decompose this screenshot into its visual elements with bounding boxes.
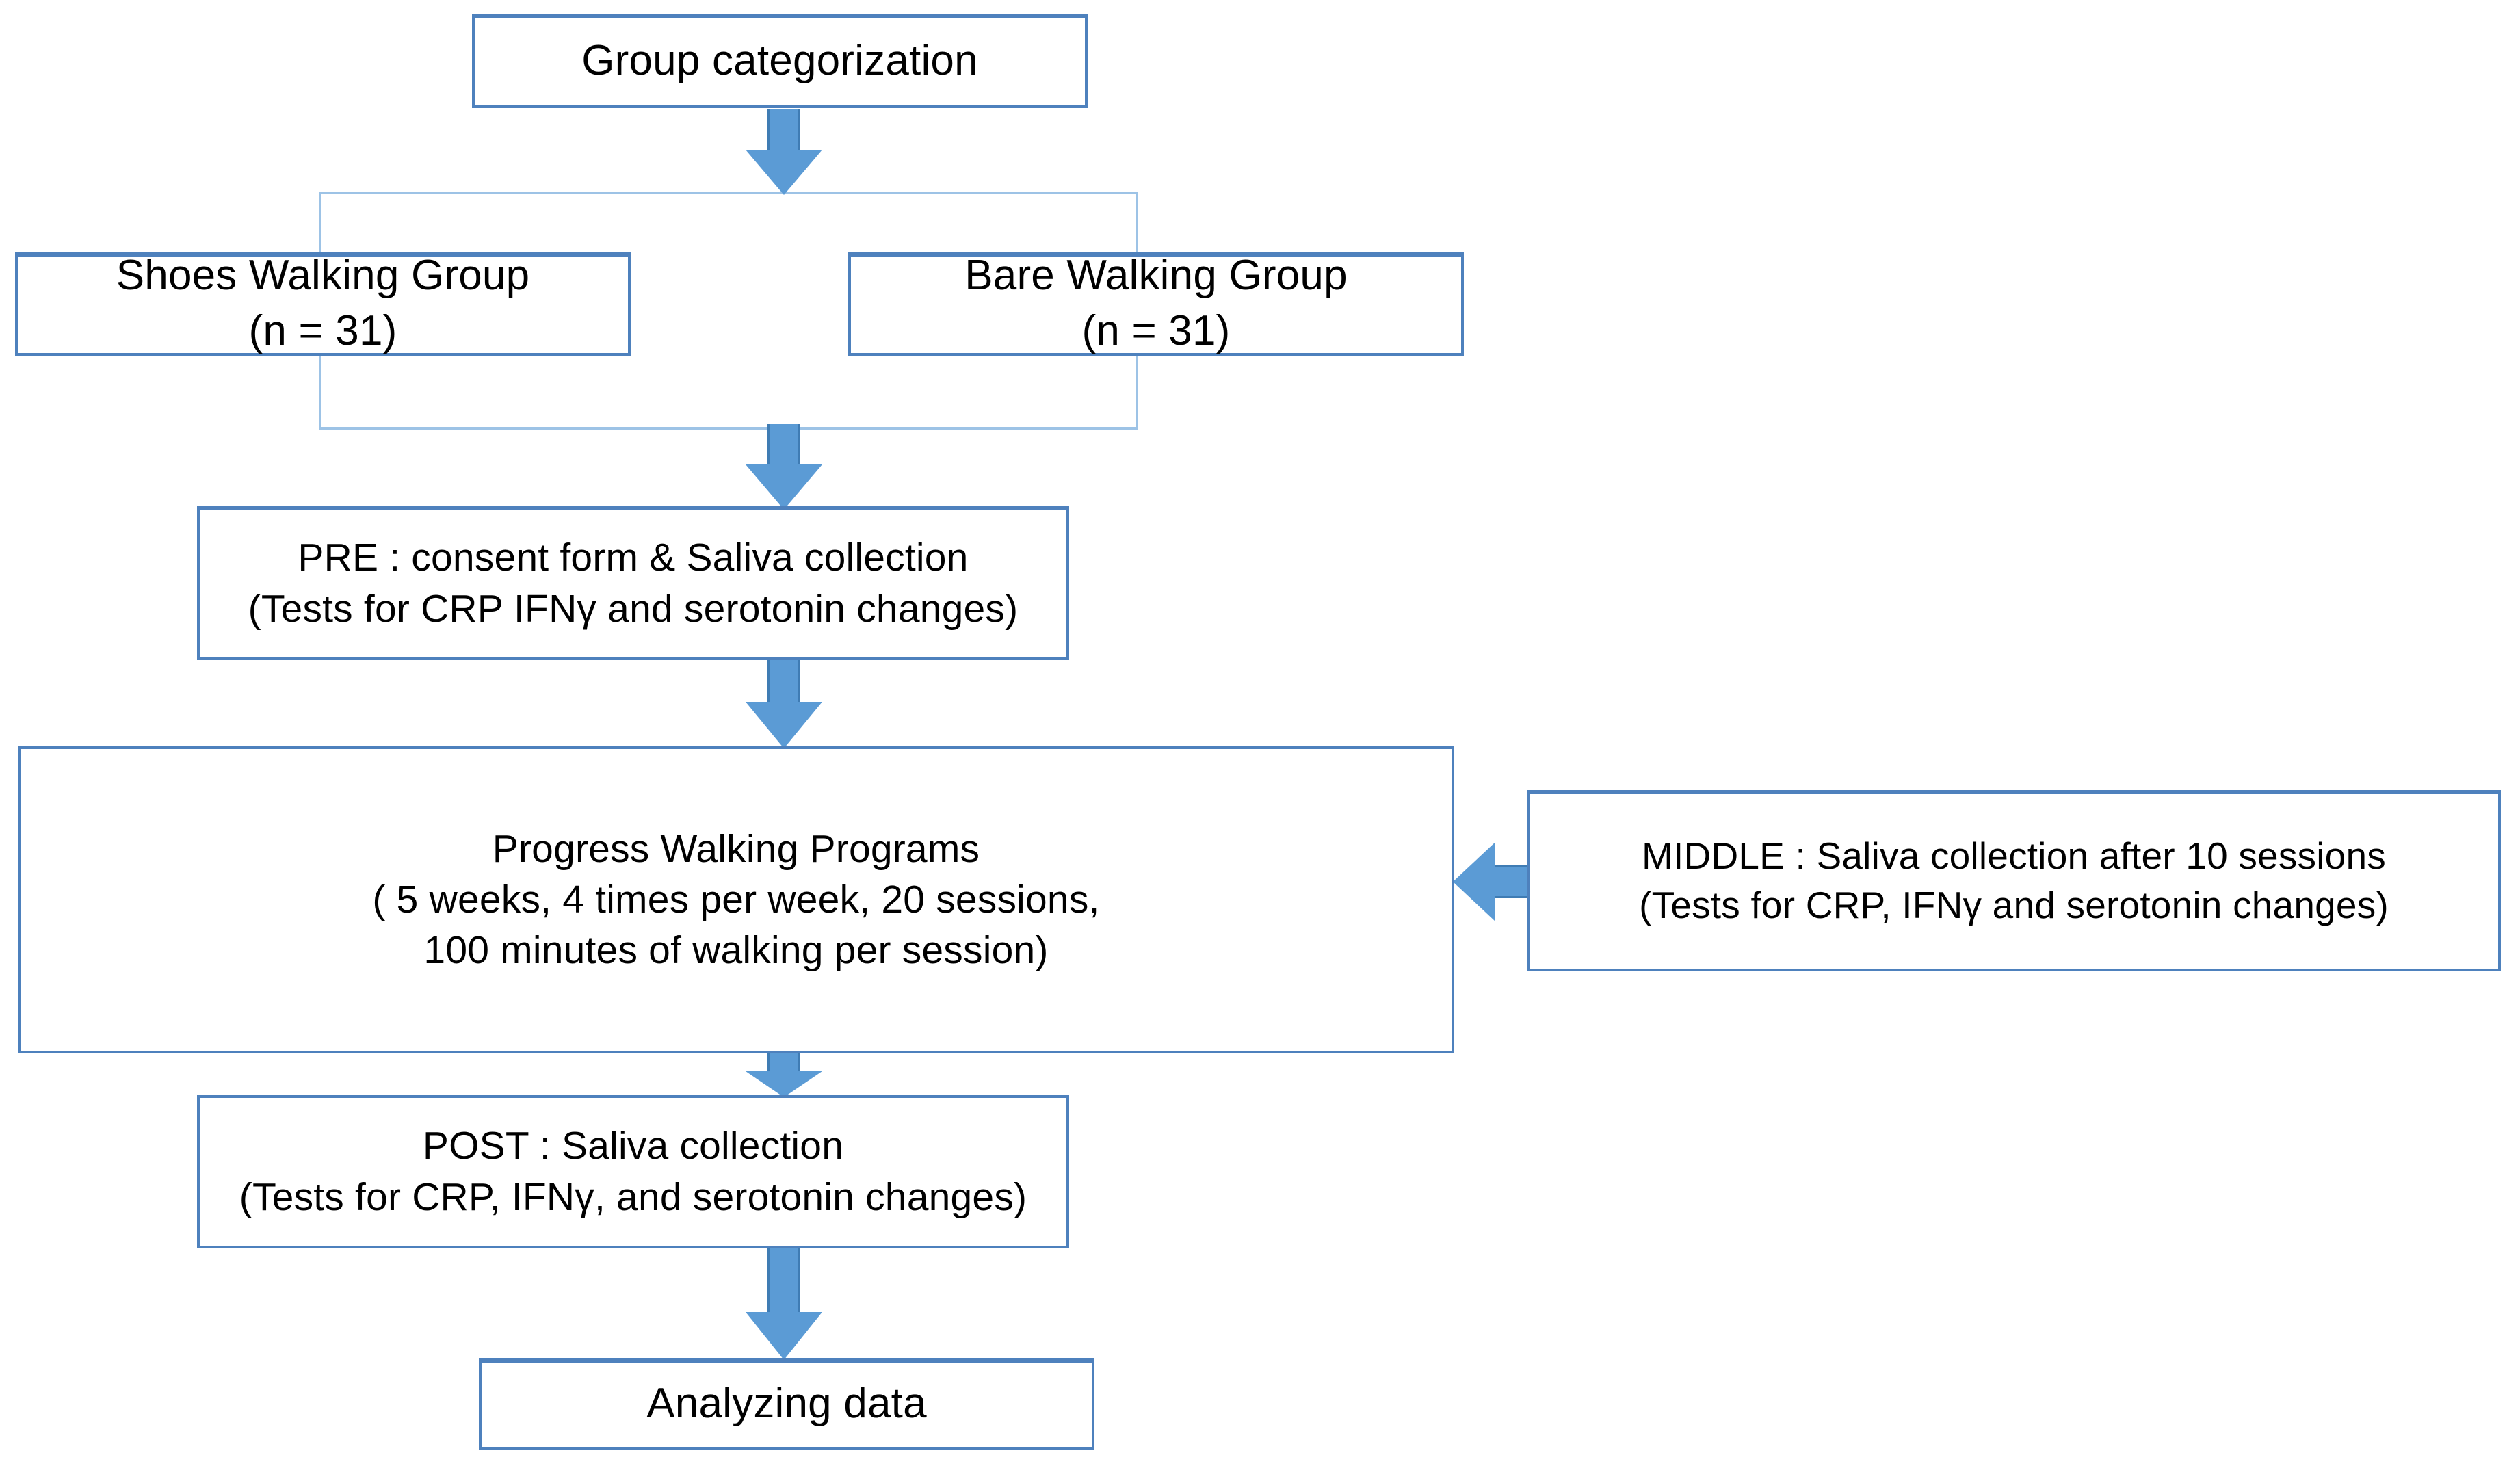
arrow-shaft: [1493, 865, 1530, 898]
node-analyzing-data-line-1: Analyzing data: [646, 1380, 927, 1428]
node-middle-stage-line-2: (Tests for CRP, IFNγ and serotonin chang…: [1639, 883, 2389, 926]
node-shoes-walking-group[interactable]: Shoes Walking Group (n = 31): [15, 252, 631, 356]
arrow-down-icon-pre-to-progress: [746, 658, 822, 748]
arrow-head: [746, 1312, 822, 1360]
node-progress-walking-programs-line-2: ( 5 weeks, 4 times per week, 20 sessions…: [372, 877, 1100, 921]
arrow-shaft: [767, 1246, 800, 1313]
arrow-head: [1453, 842, 1495, 921]
arrow-down-icon-categorization-to-split: [746, 109, 822, 195]
arrow-head: [746, 1071, 822, 1097]
node-progress-walking-programs-line-1: Progress Walking Programs: [492, 826, 980, 871]
node-analyzing-data[interactable]: Analyzing data: [479, 1358, 1094, 1450]
arrow-shaft: [767, 1052, 800, 1073]
node-shoes-walking-group-line-2: (n = 31): [248, 307, 397, 354]
node-group-categorization[interactable]: Group categorization: [472, 14, 1088, 108]
node-pre-stage-line-1: PRE : consent form & Saliva collection: [298, 536, 969, 580]
arrow-head: [746, 150, 822, 195]
node-post-stage-line-2: (Tests for CRP, IFNγ, and serotonin chan…: [239, 1175, 1027, 1219]
node-shoes-walking-group-line-1: Shoes Walking Group: [116, 252, 530, 300]
arrow-left-icon-middle-to-progress: [1453, 840, 1530, 923]
node-post-stage-line-1: POST : Saliva collection: [422, 1124, 844, 1168]
arrow-down-icon-progress-to-post: [746, 1052, 822, 1097]
arrow-shaft: [767, 109, 800, 152]
node-bare-walking-group-line-2: (n = 31): [1081, 307, 1231, 354]
arrow-head: [746, 464, 822, 510]
arrow-head: [746, 702, 822, 748]
arrow-down-icon-post-to-analyzing: [746, 1246, 822, 1360]
arrow-shaft: [767, 424, 800, 467]
node-pre-stage[interactable]: PRE : consent form & Saliva collection (…: [197, 506, 1069, 660]
arrow-down-icon-split-to-pre: [746, 424, 822, 510]
node-pre-stage-line-2: (Tests for CRP IFNγ and serotonin change…: [248, 586, 1019, 631]
node-bare-walking-group-line-1: Bare Walking Group: [964, 252, 1348, 300]
node-middle-stage-line-1: MIDDLE : Saliva collection after 10 sess…: [1642, 835, 2386, 877]
node-progress-walking-programs[interactable]: Progress Walking Programs ( 5 weeks, 4 t…: [18, 746, 1454, 1053]
node-post-stage[interactable]: POST : Saliva collection (Tests for CRP,…: [197, 1095, 1069, 1248]
node-middle-stage[interactable]: MIDDLE : Saliva collection after 10 sess…: [1527, 790, 2501, 971]
node-bare-walking-group[interactable]: Bare Walking Group (n = 31): [848, 252, 1464, 356]
arrow-shaft: [767, 658, 800, 703]
node-group-categorization-line-1: Group categorization: [581, 36, 978, 84]
node-progress-walking-programs-line-3: 100 minutes of walking per session): [423, 928, 1049, 973]
